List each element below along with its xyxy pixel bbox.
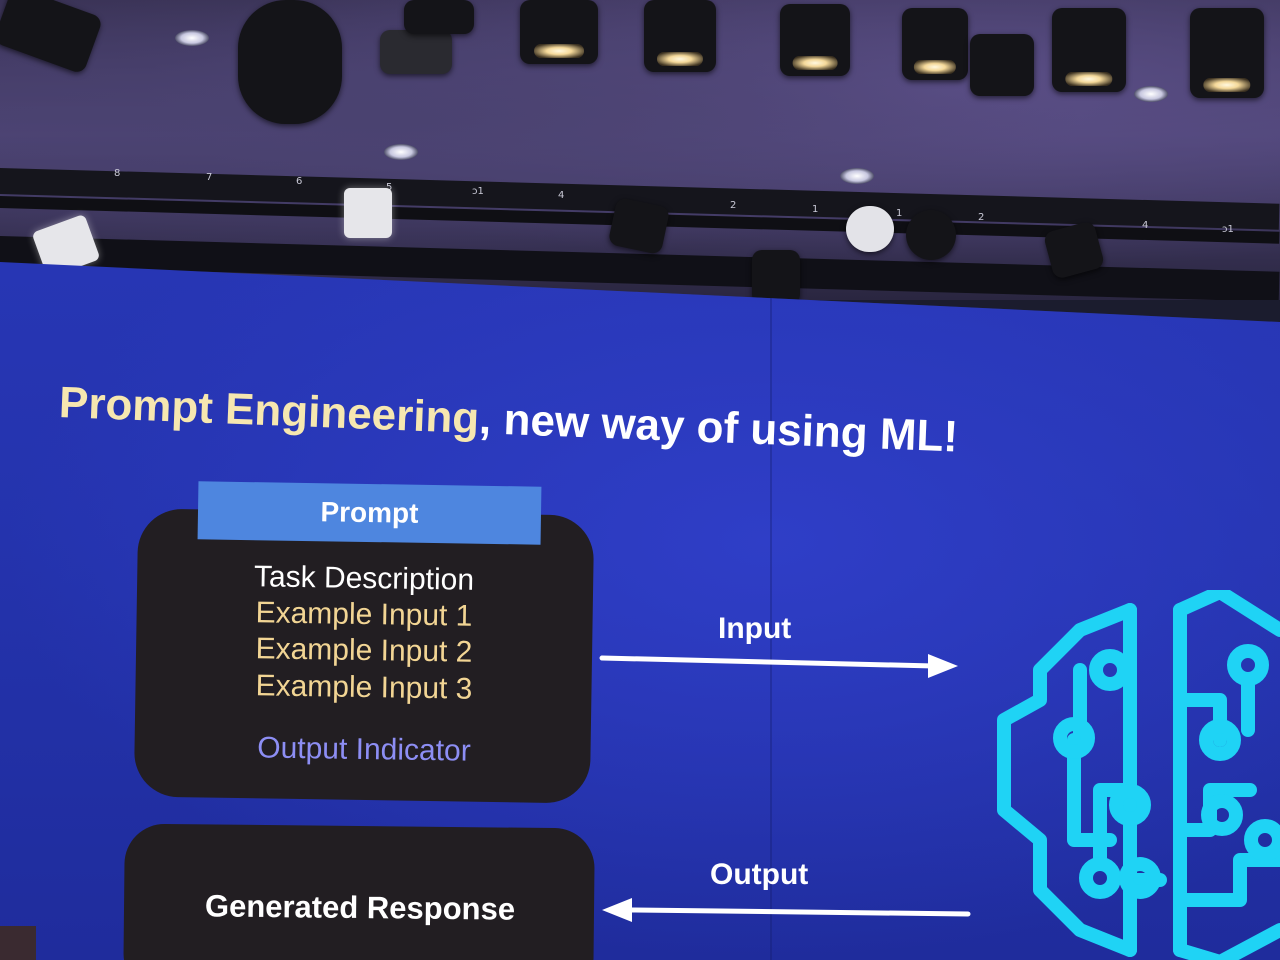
truss-label: ↄ1 — [1222, 224, 1234, 235]
truss-label: 7 — [206, 172, 213, 183]
prompt-header: Prompt — [197, 481, 542, 545]
prompt-task-description: Task Description — [253, 560, 475, 597]
arrow-left-icon — [602, 898, 971, 922]
stage-light-fixture — [780, 4, 850, 76]
truss-label: ↄ1 — [472, 186, 484, 197]
truss-label: 6 — [296, 176, 303, 187]
truss-label: 1 — [812, 204, 819, 215]
stage-light-fixture — [520, 0, 598, 64]
ceiling: 8 7 6 5 ↄ1 4 2 1 1 2 4 ↄ1 — [0, 0, 1280, 300]
ceiling-downlight — [1134, 86, 1168, 102]
stage-light-fixture — [902, 8, 968, 80]
ceiling-panel — [380, 30, 452, 74]
prompt-example-input-3: Example Input 3 — [255, 669, 473, 706]
ceiling-downlight — [384, 144, 418, 160]
stage-edge — [0, 926, 36, 960]
round-lamp — [846, 206, 894, 252]
ceiling-downlight — [175, 30, 209, 46]
arrow-right-icon — [599, 654, 958, 678]
prompt-example-input-1: Example Input 1 — [255, 596, 473, 633]
truss-label: 2 — [978, 212, 985, 223]
stage-light-fixture — [404, 0, 474, 34]
truss-label: 5 — [386, 182, 393, 193]
moving-head-light — [238, 0, 342, 124]
brain-circuit-icon — [997, 590, 1280, 960]
ceiling-downlight — [840, 168, 874, 184]
truss-label: 4 — [1142, 220, 1149, 231]
generated-response-label: Generated Response — [204, 888, 516, 927]
stage-light-fixture — [970, 34, 1034, 96]
screen-seam — [770, 262, 772, 960]
stage-light-fixture — [1052, 8, 1126, 92]
stage-light-fixture — [0, 0, 104, 75]
input-label: Input — [718, 612, 792, 645]
output-label: Output — [710, 858, 809, 891]
truss-label: 2 — [730, 200, 737, 211]
hanging-lamp — [344, 188, 392, 238]
stage-light-fixture — [752, 250, 800, 300]
stage-light-fixture — [607, 196, 671, 256]
stage-light-fixture — [644, 0, 716, 72]
stage-light-fixture — [1190, 8, 1264, 98]
truss-label: 4 — [558, 190, 565, 201]
prompt-example-input-2: Example Input 2 — [255, 632, 473, 669]
truss-label: 8 — [114, 168, 121, 179]
prompt-output-indicator: Output Indicator — [257, 731, 471, 768]
round-lamp — [906, 210, 956, 260]
truss-label: 1 — [896, 208, 903, 219]
